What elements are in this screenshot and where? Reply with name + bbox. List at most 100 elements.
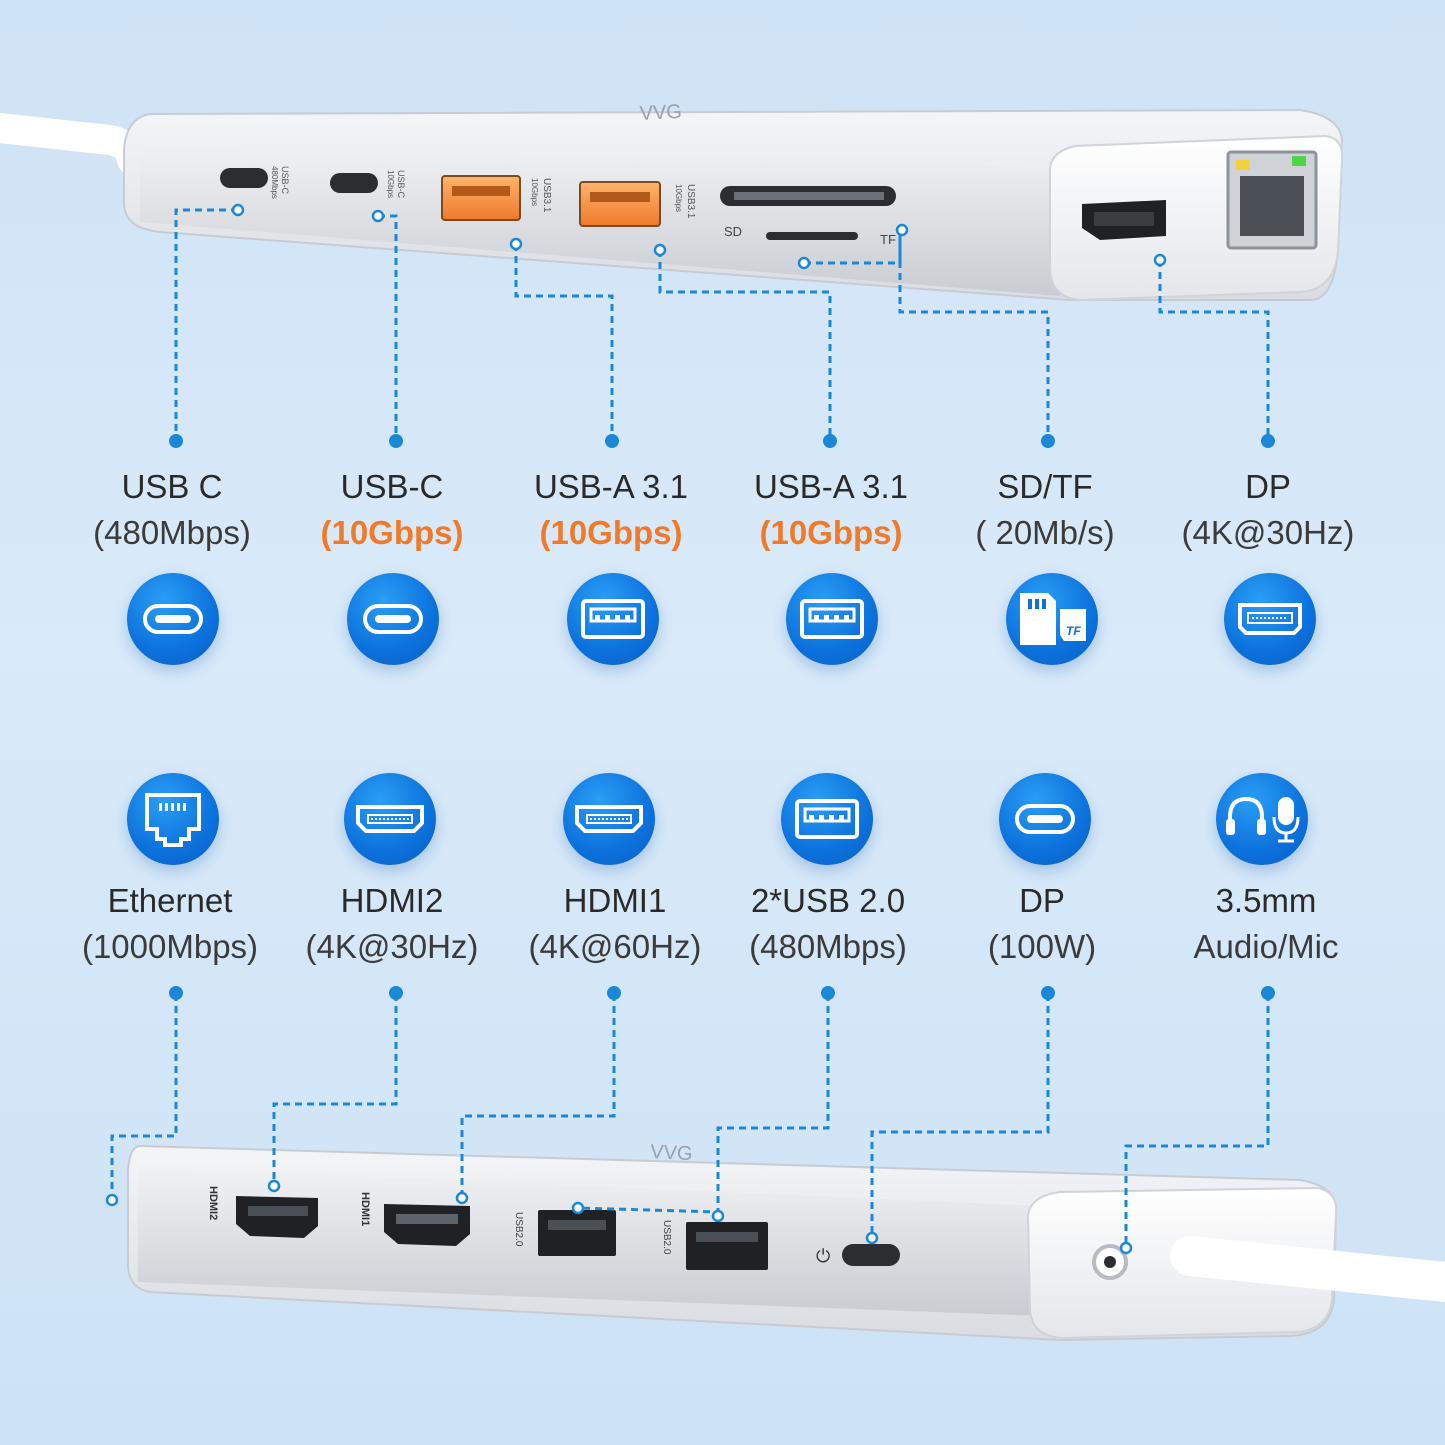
port-spec-highlight: (10Gbps) — [539, 514, 683, 551]
connector-usb-c-1 — [174, 208, 238, 440]
bottom-port-label-1: Ethernet (1000Mbps) — [60, 878, 280, 970]
port-spec: ( 20Mb/s) — [975, 514, 1115, 551]
hdmi-icon — [344, 773, 436, 865]
pd-usb-c-port — [842, 1244, 900, 1266]
dot-top-3 — [605, 434, 619, 448]
connector-dp — [1158, 260, 1270, 440]
dot-top-5 — [1041, 434, 1055, 448]
port-spec-highlight: (10Gbps) — [759, 514, 903, 551]
port-spec: (480Mbps) — [749, 928, 907, 965]
port-spec-highlight: (10Gbps) — [320, 514, 464, 551]
port-name: USB-A 3.1 — [533, 468, 689, 505]
ethernet-led-yellow — [1236, 160, 1250, 170]
bottom-port-label-4: 2*USB 2.0 (480Mbps) — [718, 878, 938, 970]
tf-print: TF — [880, 232, 896, 247]
port-name: 2*USB 2.0 — [750, 882, 906, 919]
dot-bottom-4 — [821, 986, 835, 1000]
top-hub: VVG USB-C 480Mbps USB-C 10Gbps USB3.1 10… — [0, 101, 1344, 302]
bottom-port-label-6: 3.5mm Audio/Mic — [1156, 878, 1376, 970]
connector-sd-tf — [804, 232, 1050, 440]
port-name: DP — [1019, 882, 1065, 919]
usb-c-1-print: USB-C — [280, 166, 290, 195]
hdmi-1-port — [384, 1204, 470, 1246]
usb-a-icon — [781, 773, 873, 865]
port-name: HDMI1 — [563, 882, 667, 919]
dot-top-2 — [389, 434, 403, 448]
connector-audio — [1124, 994, 1270, 1248]
port-name: Ethernet — [107, 882, 233, 919]
dot-bottom-3 — [607, 986, 621, 1000]
dot-bottom-2 — [389, 986, 403, 1000]
usb-c-icon — [999, 773, 1091, 865]
usb31-2-speed-print: 10Gbps — [674, 184, 683, 212]
displayport-icon — [1224, 573, 1316, 665]
connector-ethernet — [110, 994, 178, 1200]
usb-a-icon — [786, 573, 878, 665]
port-spec: (4K@30Hz) — [305, 928, 479, 965]
top-port-label-1: USB C (480Mbps) — [62, 464, 282, 556]
tf-card-slot — [766, 232, 858, 240]
port-name: SD/TF — [997, 468, 1093, 505]
dot-top-4 — [823, 434, 837, 448]
port-name: USB-C — [340, 468, 444, 505]
hdmi-icon — [563, 773, 655, 865]
cable-bottom — [1170, 1236, 1445, 1302]
port-spec: (100W) — [987, 928, 1097, 965]
ethernet-icon — [127, 773, 219, 865]
port-spec: Audio/Mic — [1193, 928, 1339, 965]
port-name: USB-A 3.1 — [753, 468, 909, 505]
connector-usb31-2 — [658, 250, 832, 440]
usb31-1-print: USB3.1 — [541, 178, 552, 213]
usb20-2-print: USB2.0 — [661, 1220, 672, 1255]
svg-text:TF: TF — [1066, 624, 1081, 638]
top-port-label-6: DP (4K@30Hz) — [1158, 464, 1378, 556]
usb31-port-2 — [579, 181, 661, 227]
ethernet-led-green — [1292, 156, 1306, 166]
port-name: DP — [1245, 468, 1291, 505]
bottom-port-label-2: HDMI2 (4K@30Hz) — [282, 878, 502, 970]
dot-top-6 — [1261, 434, 1275, 448]
sd-tf-card-icon: TF — [1006, 573, 1098, 665]
power-delivery-icon: ⏻ — [816, 1246, 830, 1266]
hdmi-2-print: HDMI2 — [207, 1186, 219, 1220]
hdmi-1-print: HDMI1 — [359, 1192, 371, 1226]
brand-logo-top: VVG — [639, 101, 682, 125]
usb-c-icon — [127, 573, 219, 665]
connector-usb31-1 — [514, 244, 614, 440]
brand-logo-bottom: VVG — [650, 1141, 693, 1165]
usb-c-port-2 — [330, 173, 378, 193]
top-port-label-2: USB-C (10Gbps) — [282, 464, 502, 556]
connector-usb20 — [577, 994, 830, 1214]
dot-top-1 — [169, 434, 183, 448]
usb20-1-print: USB2.0 — [513, 1212, 524, 1247]
hdmi-2-port — [236, 1196, 318, 1238]
sd-print: SD — [724, 224, 742, 239]
dot-bottom-1 — [169, 986, 183, 1000]
usb-a-icon — [567, 573, 659, 665]
headphone-mic-icon — [1216, 773, 1308, 865]
port-spec: (1000Mbps) — [81, 928, 259, 965]
top-port-label-3: USB-A 3.1 (10Gbps) — [501, 464, 721, 556]
usb31-1-speed-print: 10Gbps — [530, 178, 539, 206]
usb31-2-print: USB3.1 — [685, 184, 696, 219]
port-name: 3.5mm — [1215, 882, 1317, 919]
port-spec: (4K@30Hz) — [1181, 514, 1355, 551]
connector-lines — [110, 208, 1270, 1248]
connector-pd — [870, 994, 1050, 1238]
usb-c-icon — [347, 573, 439, 665]
top-port-label-5: SD/TF ( 20Mb/s) — [935, 464, 1155, 556]
usb-c-2-print: USB-C — [396, 170, 406, 199]
port-spec: (480Mbps) — [93, 514, 251, 551]
top-port-label-4: USB-A 3.1 (10Gbps) — [721, 464, 941, 556]
usb20-port-1 — [538, 1210, 616, 1256]
port-name: HDMI2 — [340, 882, 444, 919]
bottom-port-label-3: HDMI1 (4K@60Hz) — [505, 878, 725, 970]
dot-bottom-5 — [1041, 986, 1055, 1000]
cable-top — [0, 113, 147, 175]
bottom-port-label-5: DP (100W) — [932, 878, 1152, 970]
usb31-port-1 — [441, 175, 521, 221]
connector-endpoints — [105, 203, 1167, 1255]
connector-hdmi-1 — [460, 994, 616, 1198]
bottom-hub: VVG HDMI2 HDMI1 USB2.0 USB2.0 ⏻ — [127, 1141, 1445, 1342]
